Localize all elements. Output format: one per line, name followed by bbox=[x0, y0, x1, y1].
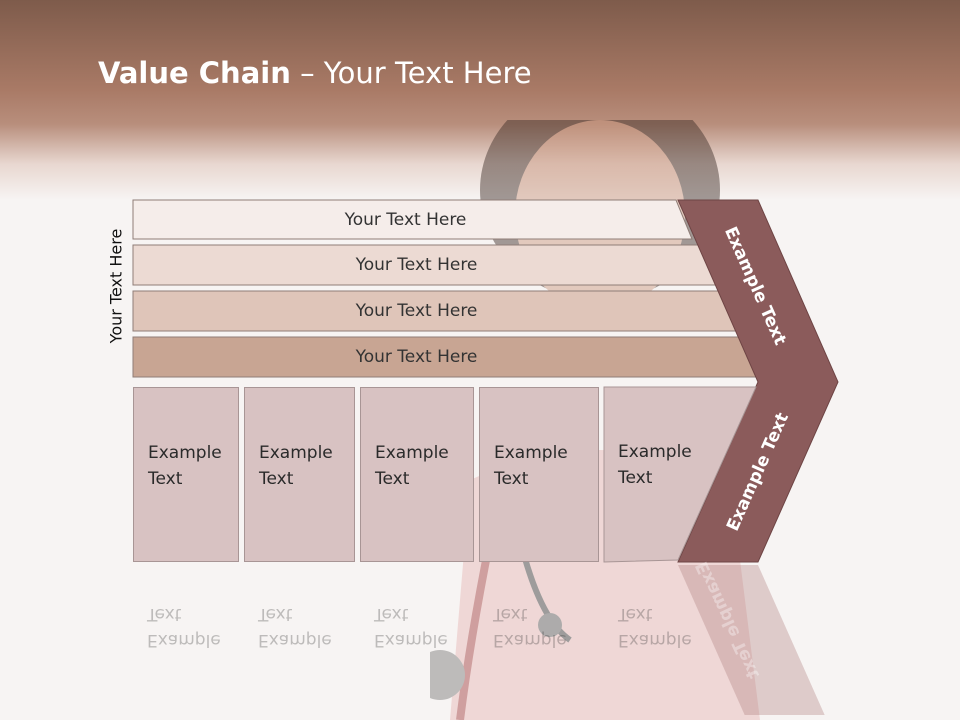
chevron-shape bbox=[677, 199, 839, 563]
bar-label-2: Your Text Here bbox=[355, 255, 478, 275]
page-title: Value Chain – Your Text Here bbox=[98, 56, 532, 90]
bar-label-1: Your Text Here bbox=[344, 209, 467, 230]
chevron-reflection bbox=[678, 565, 825, 715]
bar-label-3: Your Text Here bbox=[355, 301, 478, 321]
bar-shape-1 bbox=[132, 199, 693, 240]
header-background bbox=[0, 0, 960, 200]
bar-label-4: Your Text Here bbox=[355, 347, 478, 367]
column-5-shape bbox=[603, 386, 757, 563]
